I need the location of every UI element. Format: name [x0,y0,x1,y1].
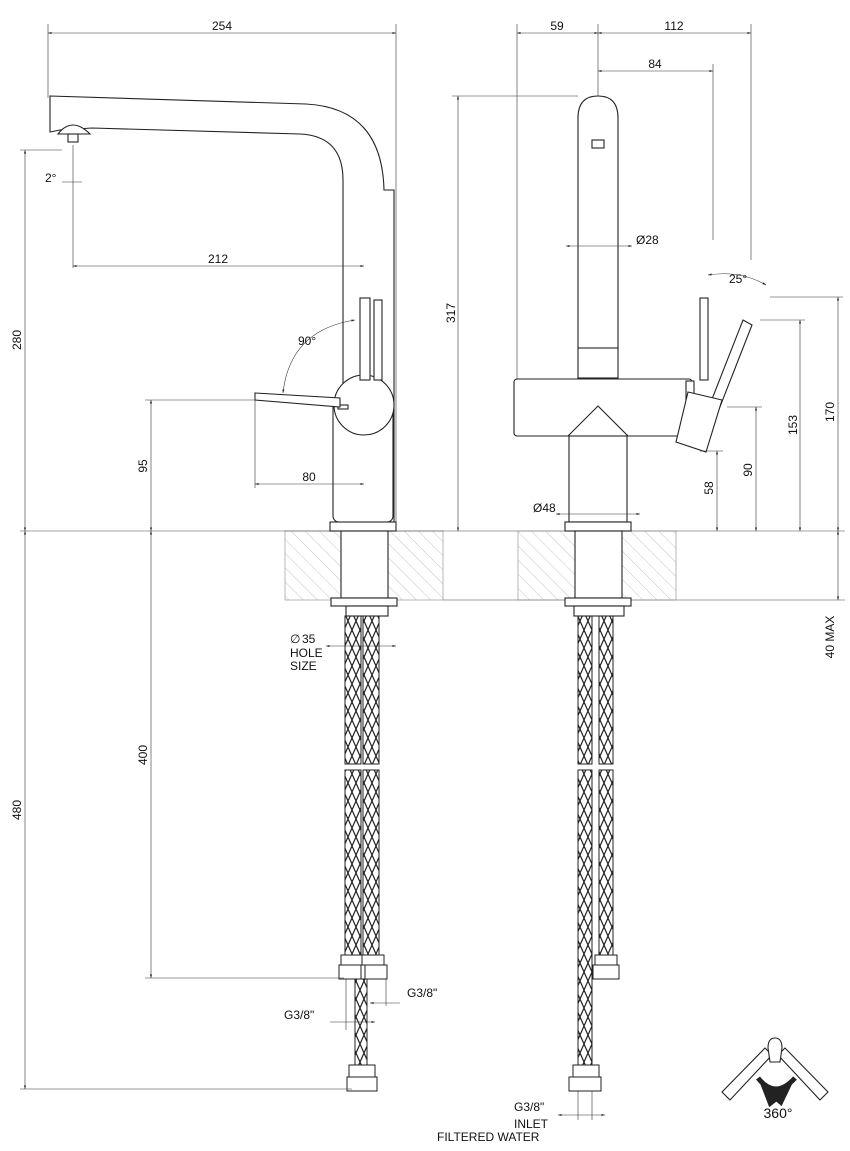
front-filter-nut-2 [568,1076,602,1092]
dim-400-label: 400 [136,745,150,765]
front-view: 59 112 84 Ø28 25° 317 Ø48 170 153 90 58 [437,19,843,1144]
dim-170-label: 170 [823,402,837,422]
aerator-tip [67,133,79,143]
front-filter-nut [572,1064,600,1078]
dim-90-label: 90° [298,334,316,348]
dim-2-degree-label: 2° [45,171,57,185]
dim-59-label: 59 [550,19,564,33]
dim-58-label: 58 [702,481,716,495]
dim-95-label: 95 [136,459,150,473]
hose-fitting-left [340,954,364,966]
dim-212-label: 212 [208,252,228,266]
hose-right [362,615,380,765]
front-hose-right-lower [598,769,614,956]
hole-diameter-symbol: ∅ [290,632,300,646]
dim-480-label: 480 [10,800,24,820]
shank-nut-2 [345,605,389,617]
front-base-flange [564,521,632,532]
swivel-label: 360° [764,1105,793,1121]
dim-48-label: Ø48 [533,501,556,515]
hole-label-line2: SIZE [290,659,317,673]
dim-90-arc [282,319,356,394]
inlet-thread-label: G3/8" [514,1100,544,1114]
front-hose-left [577,615,593,765]
hose-left [344,615,362,765]
front-spout-collar [577,347,619,379]
dim-254-label: 254 [212,19,232,33]
lever-horizontal [254,392,341,408]
hose-nut-right [364,964,388,980]
shank [340,530,389,599]
front-shank-nut [564,597,632,607]
dim-84-label: 84 [648,57,662,71]
hose-right-lower [362,769,380,956]
dim-25-label: 25° [729,272,747,286]
front-spout-column [577,95,619,349]
dim-153-label: 153 [786,415,800,435]
dim-280-label: 280 [10,330,24,350]
dim-90-front-label: 90 [741,463,755,477]
dim-112-label: 112 [664,19,683,33]
front-lever-handle [675,391,723,453]
inlet-label-line2: FILTERED WATER [437,1130,540,1144]
thread-left-label: G3/8" [284,1008,314,1022]
dim-25-arc [707,273,767,286]
front-hose-right [598,615,614,765]
front-hose-nut [592,964,620,980]
hose-left-lower [344,769,362,956]
front-shank-nut-2 [573,605,625,617]
hole-label-line1: HOLE [290,646,323,660]
front-stem [568,435,628,523]
front-lever-upright [699,297,709,381]
front-shank [574,530,623,599]
side-view: 254 2° 212 90° 80 95 280 480 400 ∅ [10,19,845,1092]
lever-upright-2 [373,299,383,381]
hose-fitting-right [361,954,385,966]
inlet-label-line1: INLET [514,1117,549,1131]
hose-nut-left [338,964,362,980]
front-spout-outlet [591,139,605,149]
aerator [56,124,92,135]
filter-hose-nut-2 [346,1076,378,1092]
filter-hose-nut [348,1064,376,1078]
dim-80-label: 80 [302,470,316,484]
swivel-icon: 360° [721,1037,829,1121]
shank-nut [330,597,398,607]
dim-40max-label: 40 MAX [823,616,837,659]
front-hose-left-lower [577,769,593,1066]
dim-317-label: 317 [444,303,458,323]
base-flange [329,521,397,532]
dim-28-label: Ø28 [636,233,659,247]
lever-upright [359,297,371,381]
hole-diameter-label: 35 [302,632,316,646]
thread-right-label: G3/8" [407,986,437,1000]
front-hose-fitting [594,954,618,966]
